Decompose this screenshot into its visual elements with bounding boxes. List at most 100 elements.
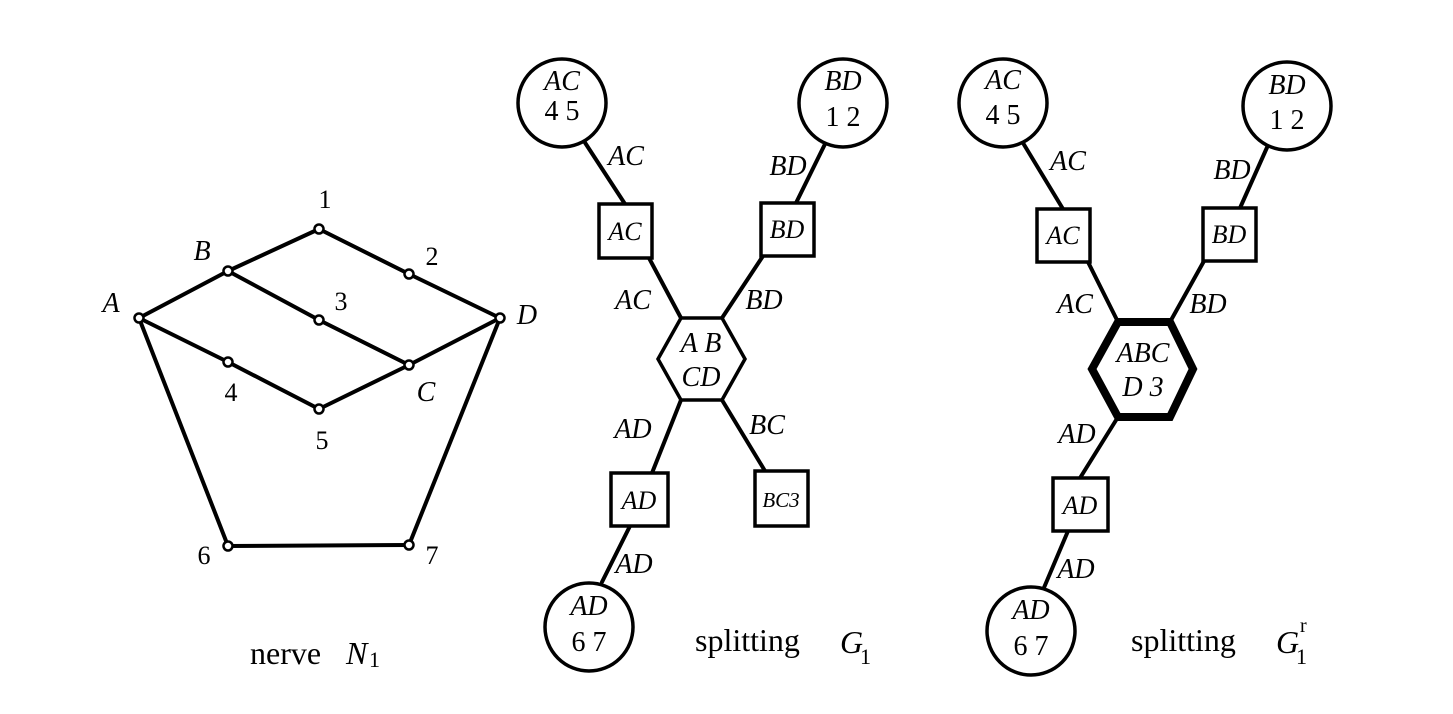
edge-hex-boxBC: [720, 398, 767, 473]
edge-r-boxAC-hex: [1086, 260, 1120, 324]
edge-5-C: [317, 363, 411, 411]
label-A: A: [100, 288, 120, 319]
edge-label-r-ad-lower: AD: [1055, 554, 1094, 585]
svg-text:BD: BD: [824, 66, 861, 97]
svg-text:AC: AC: [983, 65, 1021, 96]
caption-splitting-r-symbol: G: [1276, 624, 1299, 660]
svg-text:1 2: 1 2: [826, 102, 861, 133]
vertex-3: [313, 314, 325, 326]
hexagon-node: A B CD: [655, 316, 748, 402]
edge-A-4: [137, 316, 230, 364]
edge-boxAD-circleAD: [600, 524, 632, 584]
label-C: C: [417, 377, 436, 408]
hexagon-node-r: ABC D 3: [1087, 318, 1198, 421]
vertex-C: [403, 359, 415, 371]
edge-4-5: [226, 360, 321, 411]
caption-nerve: nerve N 1: [250, 635, 380, 672]
svg-text:4 5: 4 5: [986, 100, 1021, 131]
circle-node-r-ac: AC 4 5: [957, 57, 1049, 149]
label-1: 1: [319, 185, 332, 214]
box-node-ac: AC: [597, 202, 654, 260]
edge-label-r-ac-lower: AC: [1055, 289, 1093, 320]
svg-text:6 7: 6 7: [572, 627, 607, 658]
splitting-graph: AC 4 5 BD 1 2 AD 6 7 AC BD AD BC3: [516, 57, 889, 673]
label-D: D: [516, 300, 537, 331]
box-node-bc: BC3: [753, 469, 810, 528]
edge-label-bd-upper: BD: [769, 151, 806, 182]
vertex-D: [494, 312, 506, 324]
vertex-4: [222, 356, 234, 368]
svg-text:AD: AD: [568, 591, 607, 622]
svg-text:BD: BD: [1268, 70, 1305, 101]
svg-text:ABC: ABC: [1115, 338, 1170, 369]
edge-label-ad-upper: AD: [612, 414, 651, 445]
vertex-2: [403, 268, 415, 280]
edge-label-r-ac-upper: AC: [1048, 146, 1086, 177]
edge-label-ac-lower: AC: [613, 285, 651, 316]
edge-label-r-bd-lower: BD: [1189, 289, 1226, 320]
vertex-A: [133, 312, 145, 324]
edge-3-C: [317, 318, 411, 367]
svg-text:1 2: 1 2: [1270, 105, 1305, 136]
caption-splitting-sub: 1: [860, 644, 871, 669]
edge-boxBD-hex: [720, 254, 765, 320]
box-node-r-ad: AD: [1051, 476, 1110, 533]
edge-B-1: [226, 227, 321, 273]
svg-text:6 7: 6 7: [1014, 631, 1049, 662]
box-node-r-bd: BD: [1201, 206, 1258, 263]
svg-text:AC: AC: [542, 66, 580, 97]
edge-7-D: [407, 316, 502, 547]
label-3: 3: [335, 287, 348, 316]
svg-text:AC: AC: [1044, 221, 1080, 250]
caption-splitting-r-sub: 1: [1296, 644, 1307, 669]
circle-node-ac: AC 4 5: [516, 57, 608, 149]
circle-node-ad: AD 6 7: [543, 581, 635, 673]
label-2: 2: [426, 242, 439, 271]
svg-text:CD: CD: [682, 362, 721, 393]
edge-circleAC-boxAC: [578, 133, 627, 206]
caption-nerve-sub: 1: [369, 647, 380, 672]
edge-label-r-bd-upper: BD: [1213, 155, 1250, 186]
svg-text:AD: AD: [1061, 491, 1098, 520]
caption-splitting-r-word: splitting: [1131, 622, 1236, 658]
edge-label-r-ad-upper: AD: [1056, 419, 1095, 450]
splitting-r-graph: AC 4 5 BD 1 2 AD 6 7 AC BD AD ABC D: [957, 57, 1333, 677]
box-node-ad: AD: [609, 471, 670, 528]
caption-splitting-word: splitting: [695, 622, 800, 658]
edge-1-2: [317, 227, 411, 276]
edge-hex-boxAD: [650, 398, 683, 475]
edge-A-B: [137, 269, 230, 320]
label-6: 6: [198, 541, 211, 570]
circle-node-r-bd: BD 1 2: [1241, 60, 1333, 152]
box-node-bd: BD: [759, 201, 816, 258]
caption-splitting: splitting G 1: [695, 622, 871, 669]
svg-text:D 3: D 3: [1121, 372, 1163, 403]
vertex-7: [403, 539, 415, 551]
vertex-B: [222, 265, 234, 277]
edge-circleBD-boxBD: [794, 140, 828, 205]
edge-label-ad-lower: AD: [613, 549, 652, 580]
caption-splitting-r: splitting G 1 r: [1131, 615, 1307, 669]
svg-text:AD: AD: [620, 486, 657, 515]
svg-text:AD: AD: [1010, 595, 1049, 626]
box-node-r-ac: AC: [1035, 207, 1092, 264]
svg-text:AC: AC: [606, 217, 642, 246]
caption-splitting-symbol: G: [840, 624, 863, 660]
label-B: B: [193, 236, 210, 267]
label-4: 4: [225, 378, 238, 407]
edge-C-D: [407, 316, 502, 367]
edge-label-bd-lower: BD: [745, 285, 782, 316]
circle-node-bd: BD 1 2: [797, 57, 889, 149]
svg-text:BD: BD: [1212, 220, 1247, 249]
circle-node-r-ad: AD 6 7: [985, 585, 1077, 677]
caption-nerve-word: nerve: [250, 635, 321, 671]
nerve-graph: A B C D 1 2 3 4 5 6 7 nerve N 1: [100, 185, 537, 672]
svg-text:BD: BD: [770, 215, 805, 244]
edge-6-7: [226, 543, 411, 548]
svg-text:4 5: 4 5: [545, 96, 580, 127]
edge-r-boxAD-circleAD: [1041, 529, 1070, 592]
vertex-1: [313, 223, 325, 235]
label-7: 7: [426, 541, 439, 570]
edge-label-bc: BC: [749, 410, 785, 441]
edge-A-6: [137, 316, 230, 548]
